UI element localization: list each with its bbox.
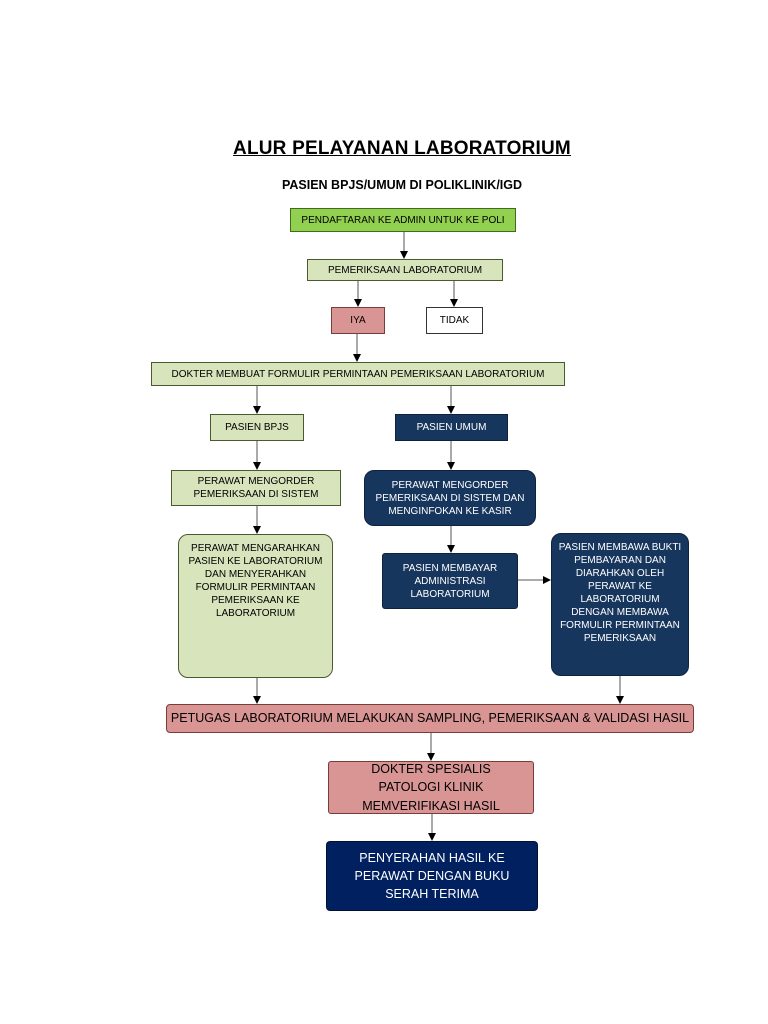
- page-title: ALUR PELAYANAN LABORATORIUM: [233, 138, 571, 159]
- node-pendaftaran: PENDAFTARAN KE ADMIN UNTUK KE POLI: [290, 208, 516, 232]
- node-perawat-arahkan: PERAWAT MENGARAHKAN PASIEN KE LABORATORI…: [178, 534, 333, 678]
- node-perawat-order-umum: PERAWAT MENGORDER PEMERIKSAAN DI SISTEM …: [364, 470, 536, 526]
- node-tidak: TIDAK: [426, 307, 483, 334]
- node-pasien-umum: PASIEN UMUM: [395, 414, 508, 441]
- node-pemeriksaan-laboratorium: PEMERIKSAAN LABORATORIUM: [307, 259, 503, 281]
- node-pasien-bukti: PASIEN MEMBAWA BUKTI PEMBAYARAN DAN DIAR…: [551, 533, 689, 676]
- node-perawat-order-bpjs: PERAWAT MENGORDER PEMERIKSAAN DI SISTEM: [171, 470, 341, 506]
- node-pasien-bpjs: PASIEN BPJS: [210, 414, 304, 441]
- node-pasien-bayar: PASIEN MEMBAYAR ADMINISTRASI LABORATORIU…: [382, 553, 518, 609]
- page-subtitle: PASIEN BPJS/UMUM DI POLIKLINIK/IGD: [281, 178, 523, 192]
- node-dokter-formulir: DOKTER MEMBUAT FORMULIR PERMINTAAN PEMER…: [151, 362, 565, 386]
- node-petugas-laboratorium: PETUGAS LABORATORIUM MELAKUKAN SAMPLING,…: [166, 704, 694, 733]
- node-penyerahan-hasil: PENYERAHAN HASIL KE PERAWAT DENGAN BUKU …: [326, 841, 538, 911]
- node-dokter-spesialis: DOKTER SPESIALIS PATOLOGI KLINIK MEMVERI…: [328, 761, 534, 814]
- node-iya: IYA: [331, 307, 385, 334]
